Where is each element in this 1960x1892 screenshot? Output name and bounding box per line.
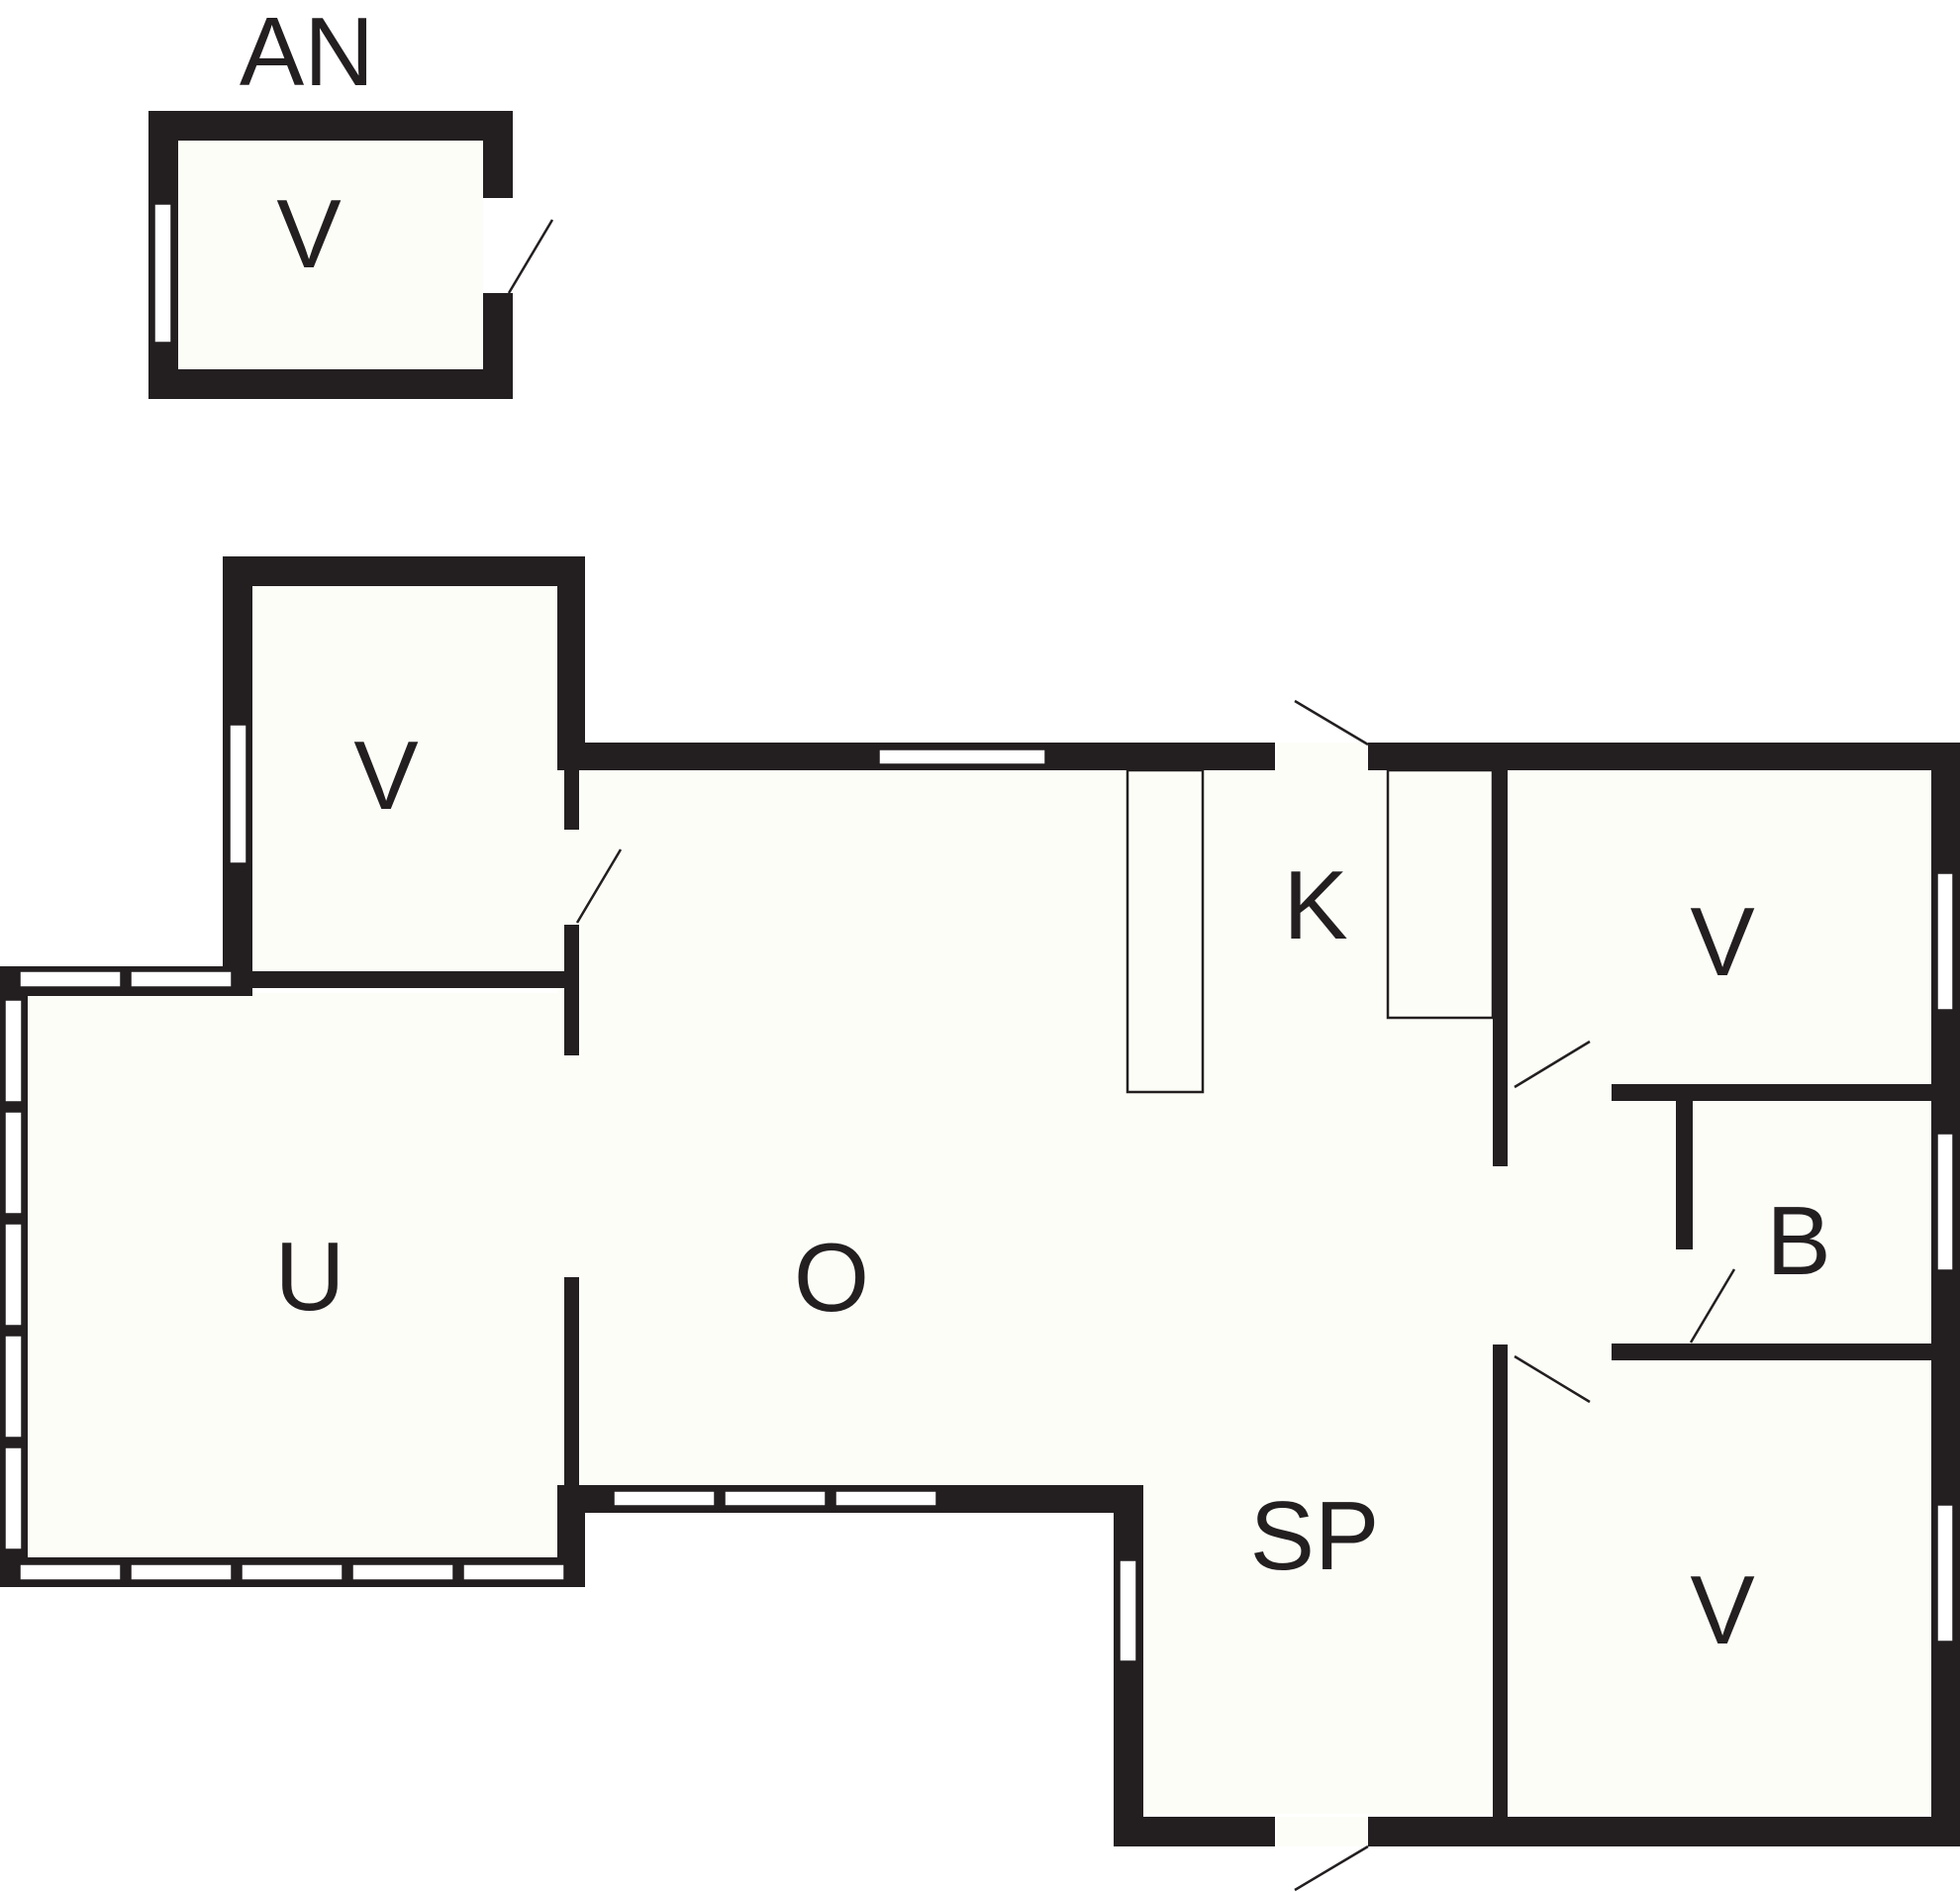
- door-gap-top: [1277, 743, 1368, 770]
- door-swing-upper-v: [575, 848, 623, 924]
- room-label-kitchen: K: [1283, 850, 1347, 959]
- window-u-left-2: [4, 1111, 23, 1215]
- door-gap-right-v-bottom: [1513, 1344, 1612, 1360]
- window-o-bottom-2: [724, 1490, 827, 1507]
- window-b: [1936, 1133, 1954, 1271]
- kitchen-fixtures: [1126, 768, 1495, 1094]
- wall-upper-v-top: [223, 556, 585, 586]
- window-u-bottom-2: [130, 1563, 233, 1581]
- window-right-v-bottom: [1936, 1504, 1954, 1643]
- window-u-top-2: [130, 970, 233, 988]
- wall-bottom-right: [1368, 1817, 1960, 1846]
- wall-partition-c: [564, 1277, 579, 1485]
- exterior-walls: [0, 556, 1960, 1846]
- door-gap-bottom: [1277, 1817, 1368, 1846]
- wall-partition-b: [564, 925, 579, 1055]
- room-label-annex-v: V: [276, 179, 341, 288]
- wall-upper-v-right: [557, 556, 585, 769]
- door-gap-b: [1676, 1249, 1693, 1344]
- annex-wall-right-upper: [483, 111, 513, 198]
- annex-wall-right-lower: [483, 293, 513, 399]
- room-label-sp: SP: [1250, 1481, 1380, 1590]
- window-u-top-1: [19, 970, 122, 988]
- floor-o-k: [557, 769, 1508, 1512]
- window-o-bottom-1: [613, 1490, 716, 1507]
- window-o-bottom-3: [834, 1490, 937, 1507]
- floor-sp: [1141, 1512, 1508, 1814]
- room-label-bathroom: B: [1766, 1186, 1830, 1295]
- window-u-left-5: [4, 1446, 23, 1550]
- window-u-left-4: [4, 1335, 23, 1439]
- wall-b-top: [1612, 1084, 1931, 1101]
- room-label-o: O: [794, 1223, 869, 1332]
- floor-u: [28, 993, 557, 1557]
- annex-door-swing: [507, 219, 554, 294]
- wall-bottom-left: [1114, 1817, 1275, 1846]
- wall-upper-v-bottom: [252, 971, 564, 988]
- window-u-bottom-4: [351, 1563, 454, 1581]
- main-house: V K V B U O SP V: [0, 556, 1960, 1892]
- kitchen-counter-right: [1386, 768, 1495, 1020]
- room-label-upper-left-v: V: [353, 721, 418, 830]
- window-u-left-1: [4, 999, 23, 1103]
- doors: [575, 699, 1736, 1892]
- annex-floor: [178, 139, 483, 369]
- window-u-bottom-1: [19, 1563, 122, 1581]
- house-floors: [28, 584, 1933, 1814]
- door-swing-right-v-top: [1514, 1040, 1591, 1089]
- door-swing-b: [1689, 1268, 1736, 1344]
- door-gap-right-v-top: [1513, 1084, 1612, 1101]
- windows: [4, 724, 1954, 1662]
- wall-b-bottom: [1612, 1344, 1931, 1360]
- annex-wall-top: [148, 111, 513, 141]
- wall-b-left: [1676, 1101, 1693, 1249]
- door-swing-right-v-bottom: [1514, 1354, 1591, 1404]
- annex-building: AN V: [148, 0, 554, 399]
- window-sp-left: [1119, 1559, 1137, 1662]
- room-label-u: U: [275, 1222, 345, 1331]
- door-swing-bottom-entrance: [1294, 1844, 1369, 1892]
- wall-sp-left: [1114, 1485, 1143, 1846]
- door-swing-top-entrance: [1294, 699, 1369, 747]
- window-u-left-3: [4, 1223, 23, 1327]
- wall-partition-a: [564, 770, 579, 830]
- room-labels: V K V B U O SP V: [275, 721, 1831, 1664]
- annex-wall-bottom: [148, 369, 513, 399]
- room-label-right-bottom-v: V: [1690, 1555, 1754, 1664]
- kitchen-counter-left: [1126, 768, 1205, 1094]
- wall-right-v-left-upper: [1493, 770, 1508, 1166]
- floor-upper-left-v: [252, 584, 557, 973]
- wall-top-right: [1368, 743, 1960, 770]
- window-right-v-top: [1936, 872, 1954, 1011]
- wall-right-v-left-lower: [1493, 1344, 1508, 1817]
- annex-title: AN: [240, 0, 374, 106]
- annex-window-left: [153, 203, 172, 344]
- window-u-bottom-3: [241, 1563, 343, 1581]
- window-u-bottom-5: [462, 1563, 565, 1581]
- window-upper-v-left: [229, 724, 247, 864]
- room-label-right-top-v: V: [1690, 887, 1754, 996]
- window-top-o: [878, 748, 1046, 765]
- interior-walls: [252, 770, 1931, 1817]
